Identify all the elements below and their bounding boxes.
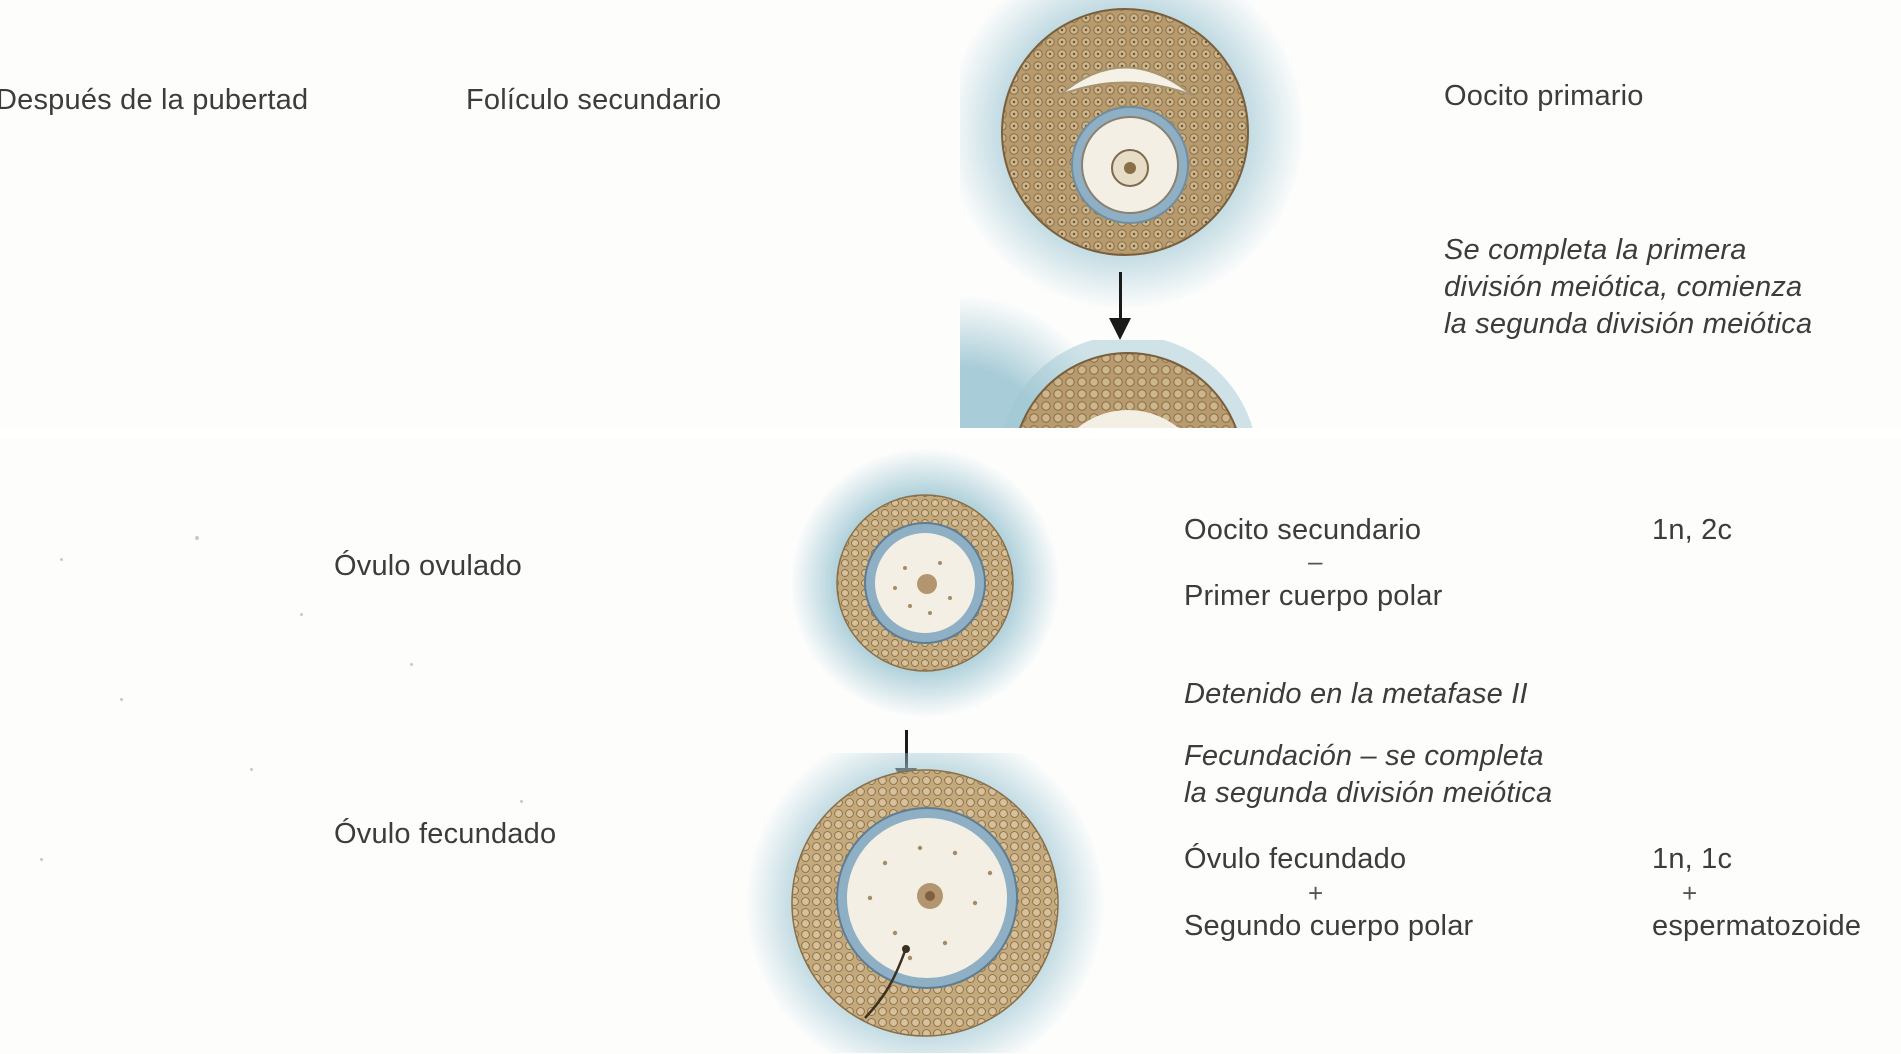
speck — [250, 768, 253, 771]
second-polar-body-label: Segundo cuerpo polar — [1184, 910, 1474, 942]
next-follicle-illustration-cut — [1003, 340, 1253, 428]
top-panel: Después de la pubertad Folículo secundar… — [0, 0, 1901, 428]
structure-label: Folículo secundario — [466, 84, 722, 116]
ploidy-fertilized-ovum: 1n, 1c — [1652, 843, 1733, 875]
ploidy-secondary-oocyte: 1n, 2c — [1652, 514, 1733, 546]
speck — [300, 613, 303, 616]
speck — [60, 558, 63, 561]
down-arrow-icon — [1109, 272, 1131, 340]
first-polar-body-label: Primer cuerpo polar — [1184, 580, 1443, 612]
spindle — [917, 574, 937, 594]
bottom-panel: Óvulo ovulado Óvulo fecundado — [0, 438, 1901, 1054]
ovulated-label: Óvulo ovulado — [334, 550, 522, 582]
dash-separator: – — [1308, 546, 1323, 576]
speck — [195, 536, 199, 540]
plus-separator: + — [1308, 878, 1324, 908]
fertilization-text: Fecundación – se completa la segunda div… — [1184, 740, 1553, 809]
speck — [520, 800, 523, 803]
fertilized-label: Óvulo fecundado — [334, 818, 557, 850]
ovulated-ovum-illustration — [790, 448, 1060, 718]
fertilized-ovum-label: Óvulo fecundado — [1184, 843, 1407, 875]
plus-separator-2: + — [1682, 878, 1698, 908]
speck — [120, 698, 123, 701]
antrum — [1059, 66, 1193, 96]
sperm-label: espermatozoide — [1652, 910, 1862, 942]
arrest-text: Detenido en la metafase II — [1184, 678, 1528, 710]
stage-label: Después de la pubertad — [0, 84, 309, 116]
secondary-oocyte-label: Oocito secundario — [1184, 514, 1422, 546]
speck — [40, 858, 43, 861]
event-text: Se completa la primera división meiótica… — [1444, 234, 1813, 340]
sperm-tail — [864, 950, 907, 1019]
cell-label: Oocito primario — [1444, 80, 1644, 112]
fertilized-ovum-illustration — [745, 753, 1105, 1053]
speck — [410, 663, 413, 666]
